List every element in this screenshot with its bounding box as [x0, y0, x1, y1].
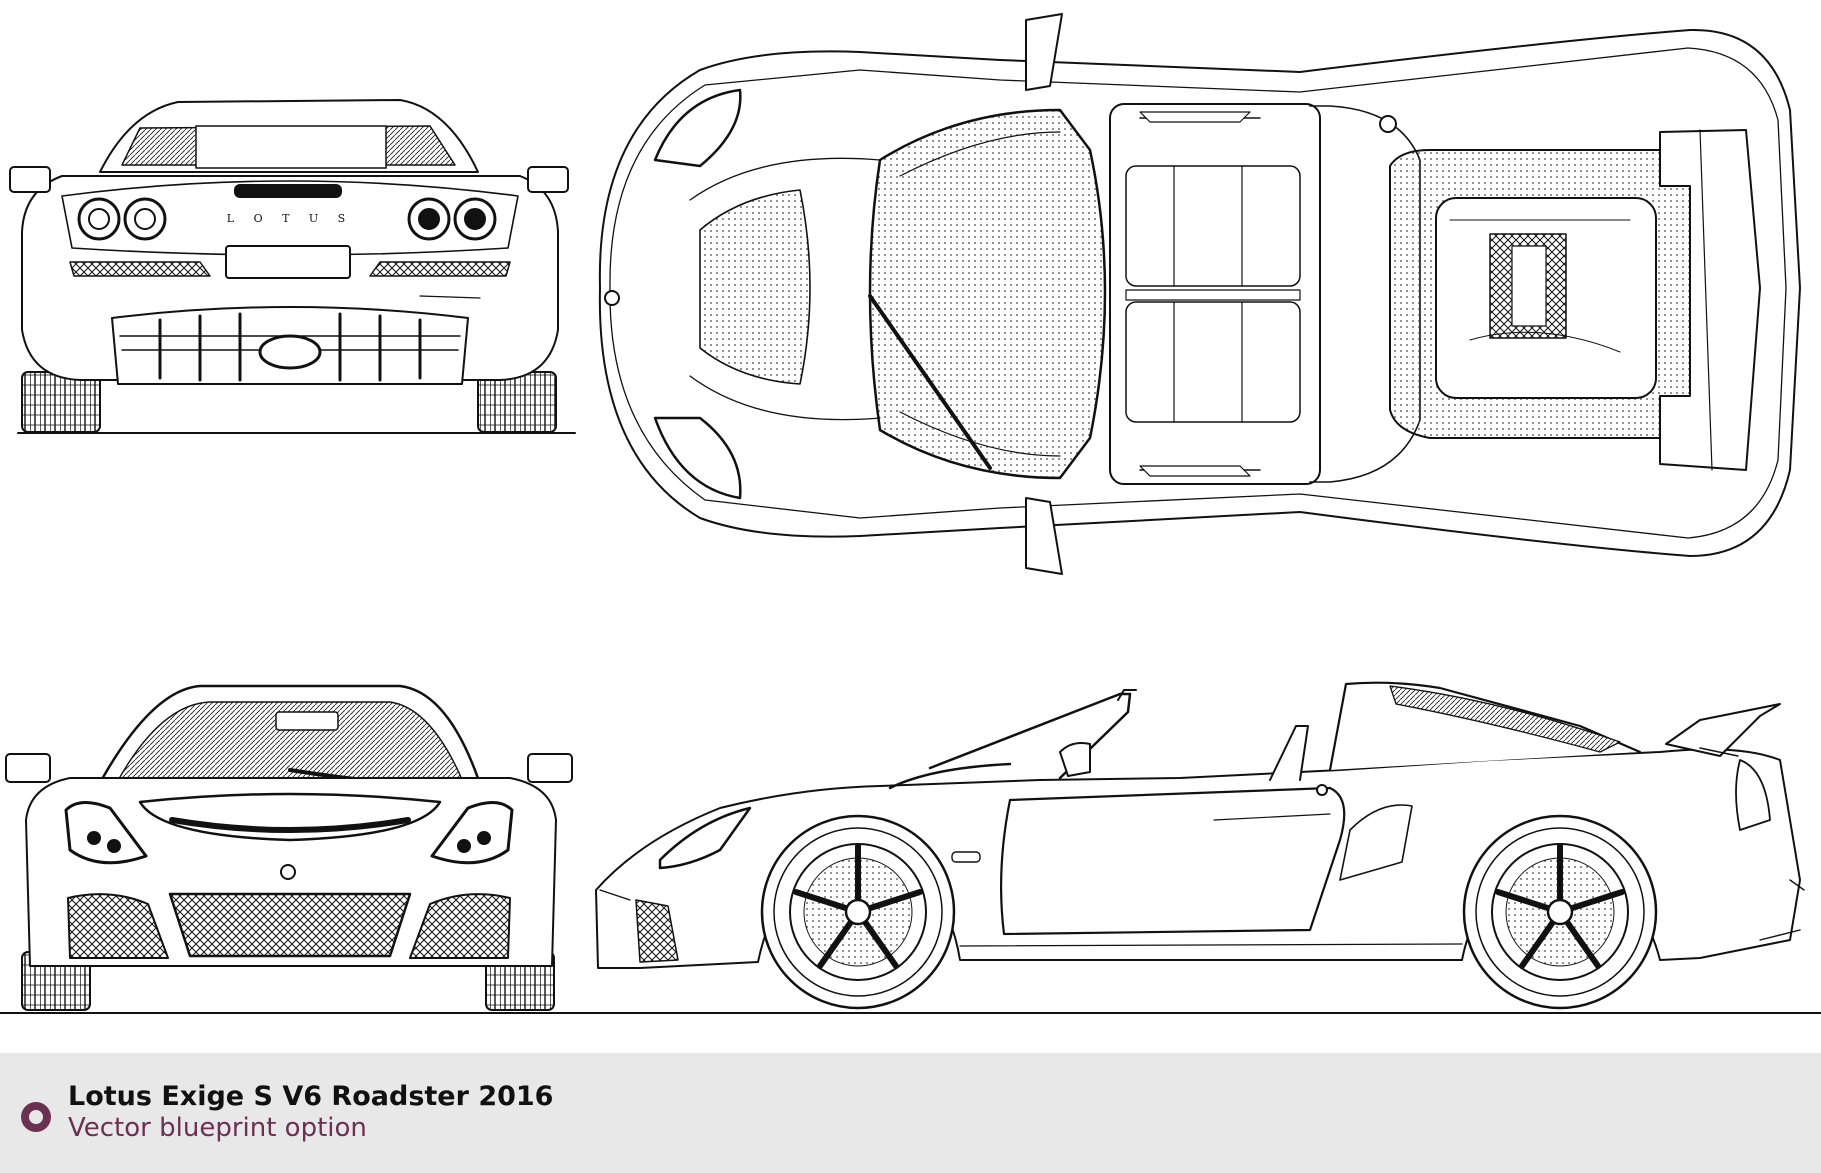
rear-left-mirror	[9, 166, 51, 193]
top-view	[598, 13, 1801, 575]
caption-bar	[0, 1053, 1821, 1173]
front-right-headlight	[430, 801, 514, 865]
front-right-mirror	[527, 753, 573, 783]
top-rear-wing	[1659, 129, 1761, 471]
rear-view: L O T U S	[9, 99, 576, 434]
side-view	[595, 681, 1805, 1010]
front-wheel	[760, 814, 956, 1010]
rear-wheel	[1462, 814, 1658, 1010]
front-left-mirror	[5, 753, 51, 783]
front-grille	[168, 892, 412, 958]
rear-number-plate	[225, 245, 351, 279]
top-right-mirror	[1025, 497, 1063, 575]
side-door	[1000, 786, 1346, 936]
caption-title: Lotus Exige S V6 Roadster 2016	[68, 1081, 554, 1112]
rear-badge-text: L O T U S	[227, 212, 353, 225]
top-left-mirror	[1025, 13, 1063, 91]
front-view	[0, 684, 1821, 1014]
side-rear-wing	[1665, 703, 1781, 757]
side-mirror	[1059, 742, 1091, 777]
side-windscreen	[928, 692, 1132, 780]
front-windscreen	[115, 701, 465, 785]
circle-bullet-icon	[21, 1102, 51, 1132]
rear-right-mirror	[527, 166, 569, 193]
top-windscreen	[868, 108, 1107, 480]
front-left-headlight	[64, 801, 148, 865]
caption-subtitle: Vector blueprint option	[68, 1113, 367, 1143]
